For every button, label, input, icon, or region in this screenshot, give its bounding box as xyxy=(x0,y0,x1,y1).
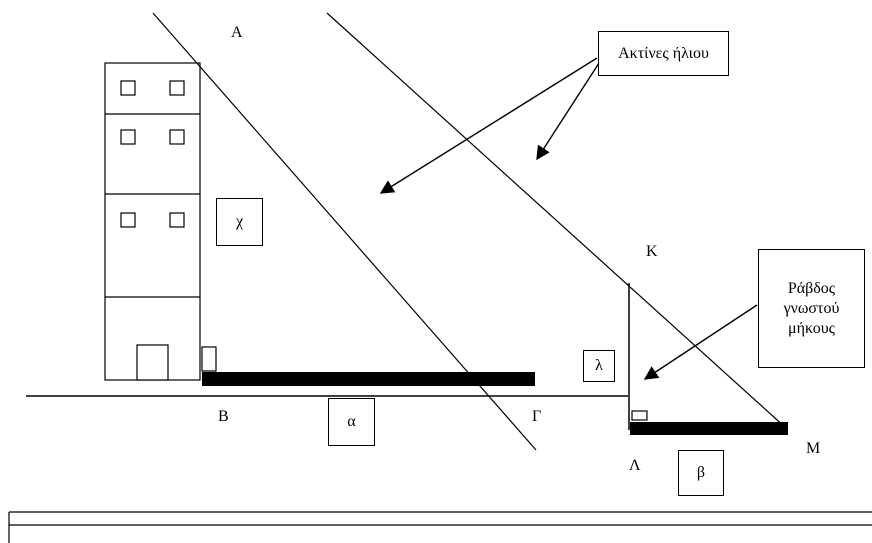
building-shadow xyxy=(202,372,535,386)
point-b-label: Β xyxy=(218,408,229,425)
point-a-label: Α xyxy=(231,24,243,41)
measure-lambda-box: λ xyxy=(583,350,615,382)
rod-arrow xyxy=(643,304,758,380)
sun-rays-arrow-1 xyxy=(379,57,598,194)
rod-callout: Ράβδος γνωστού μήκους xyxy=(758,249,865,368)
measure-beta-box: β xyxy=(678,450,724,496)
sun-ray-line-2 xyxy=(326,12,787,429)
sun-ray-line-1 xyxy=(152,12,537,451)
right-angle-mark-b xyxy=(201,346,217,372)
rod-callout-text: Ράβδος γνωστού μήκους xyxy=(784,279,840,339)
building xyxy=(104,62,201,381)
door xyxy=(136,344,169,381)
right-angle-mark-lambda xyxy=(631,410,648,421)
rod-callout-line-3: μήκους xyxy=(788,319,835,337)
building-outline xyxy=(104,62,201,381)
window xyxy=(169,80,185,96)
window xyxy=(169,212,185,228)
rod-shadow xyxy=(630,422,788,435)
point-m-label: Μ xyxy=(806,440,821,457)
window xyxy=(120,129,136,145)
point-gamma-label: Γ xyxy=(532,408,542,425)
window xyxy=(120,80,136,96)
bottom-bar xyxy=(8,511,872,543)
sun-rays-arrow-2 xyxy=(536,62,600,161)
sun-rays-text: Ακτίνες ήλιου xyxy=(618,44,709,62)
point-lambda-label: Λ xyxy=(629,457,641,474)
window xyxy=(169,129,185,145)
window xyxy=(120,212,136,228)
measure-alpha-box: α xyxy=(328,398,375,446)
point-k-label: Κ xyxy=(646,243,658,260)
sun-rays-callout: Ακτίνες ήλιου xyxy=(598,31,729,76)
rod-callout-line-2: γνωστού xyxy=(783,299,840,317)
rod-callout-line-1: Ράβδος xyxy=(787,279,836,297)
measure-chi-box: χ xyxy=(216,198,263,246)
